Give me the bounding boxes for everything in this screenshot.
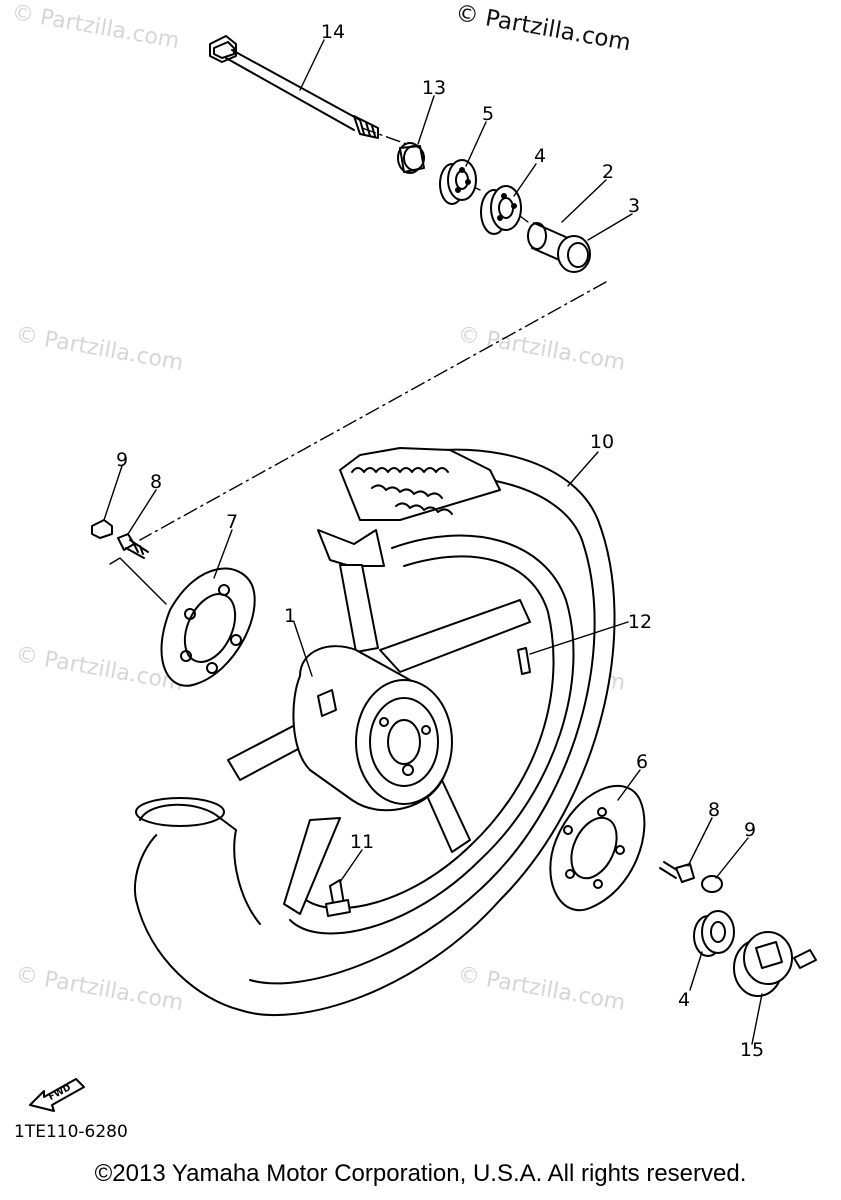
- callout-13: 13: [421, 77, 447, 99]
- part-15-meter-gear: [733, 931, 817, 997]
- callout-leaders: [103, 39, 763, 1045]
- callout-15: 15: [739, 1039, 765, 1061]
- callout-4: 4: [533, 145, 547, 167]
- part-6-disc-right: [549, 784, 646, 912]
- fwd-arrow-icon: FWD: [26, 1071, 88, 1115]
- part-9-nut-left: [91, 519, 113, 539]
- callout-6: 6: [635, 751, 649, 773]
- callout-11: 11: [349, 831, 375, 853]
- part-12-weight: [517, 647, 531, 675]
- callout-2: 2: [601, 161, 615, 183]
- part-11-valve: [325, 879, 351, 917]
- part-9-nut-right: [701, 875, 723, 893]
- callout-5: 5: [481, 103, 495, 125]
- callout-8: 8: [707, 799, 721, 821]
- callout-9: 9: [743, 819, 757, 841]
- copyright-notice: ©2013 Yamaha Motor Corporation, U.S.A. A…: [94, 1160, 747, 1187]
- callout-10: 10: [589, 431, 615, 453]
- part-7-disc-left: [160, 567, 256, 687]
- part-8-bolt-right: [659, 861, 695, 883]
- callout-4: 4: [677, 989, 691, 1011]
- callout-14: 14: [320, 21, 346, 43]
- diagram-code: 1TE110-6280: [14, 1122, 128, 1142]
- part-1-hub: [292, 645, 453, 812]
- callout-1: 1: [283, 605, 297, 627]
- part-4-bearing-bottom: [693, 910, 735, 957]
- part-13-collar: [397, 142, 425, 174]
- callout-12: 12: [627, 611, 653, 633]
- part-4-bearing-top: [480, 185, 522, 235]
- callout-9: 9: [115, 449, 129, 471]
- callout-7: 7: [225, 511, 239, 533]
- callout-3: 3: [627, 195, 641, 217]
- part-14-axle: [209, 35, 379, 139]
- part-8-bolt-left: [117, 533, 149, 559]
- part-5-bearing: [439, 159, 477, 205]
- leader-bracket: [109, 557, 167, 605]
- callout-8: 8: [149, 471, 163, 493]
- part-3-flange-collar: [557, 235, 591, 273]
